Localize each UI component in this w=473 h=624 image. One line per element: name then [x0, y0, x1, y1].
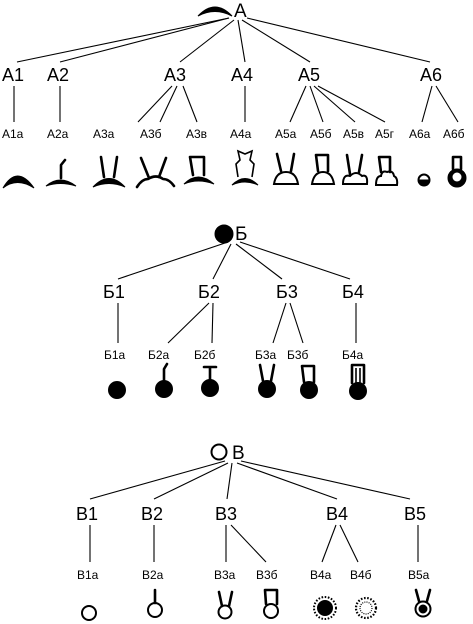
tree-a-edges-l1	[16, 17, 431, 63]
node-v3a: В3а	[214, 568, 236, 582]
node-v1: В1	[76, 504, 98, 524]
b-root-icon	[214, 224, 234, 244]
a3v-icon	[183, 155, 215, 185]
a2a-icon	[45, 158, 77, 187]
v-root-icon	[210, 443, 228, 461]
b2a-icon	[155, 362, 173, 398]
tree-a-edges-l2	[13, 85, 459, 123]
node-v5a: В5а	[408, 568, 430, 582]
v2a-icon	[147, 588, 163, 618]
node-a2: А2	[47, 65, 69, 85]
tree-v-root-label: В	[232, 443, 245, 464]
node-b3: Б3	[276, 282, 298, 302]
node-v4b: В4б	[350, 568, 372, 582]
tree-v-edges-l2	[89, 524, 419, 563]
a5g-icon	[374, 155, 399, 186]
node-v1a: В1а	[77, 568, 99, 582]
a5b-icon	[310, 153, 336, 185]
node-a5v: А5в	[343, 127, 364, 141]
v4b-icon	[354, 596, 378, 620]
node-b4: Б4	[342, 282, 364, 302]
node-a2a: А2а	[47, 127, 69, 141]
a5a-icon	[272, 152, 300, 185]
node-v4a: В4а	[310, 568, 332, 582]
node-b2b: Б2б	[194, 348, 216, 362]
node-v4: В4	[326, 504, 348, 524]
node-b1: Б1	[103, 282, 125, 302]
a4a-icon	[231, 149, 259, 186]
node-a5b: А5б	[310, 127, 332, 141]
node-a5a: А5а	[275, 127, 297, 141]
node-a3v: А3в	[186, 127, 207, 141]
b4a-icon	[349, 363, 367, 400]
v3b-icon	[263, 588, 279, 619]
a3a-icon	[92, 155, 126, 188]
node-a5: А5	[298, 65, 320, 85]
node-a3b: А3б	[140, 127, 162, 141]
node-a4a: А4а	[230, 127, 252, 141]
a6a-icon	[417, 173, 431, 187]
node-v3: В3	[215, 504, 237, 524]
node-b2a: Б2а	[148, 348, 170, 362]
tree-v: В В1 В2 В3 В4 В5 В1а В2а В3а В3б В4а В4б…	[76, 443, 432, 621]
node-v3b: В3б	[256, 568, 278, 582]
node-b3a: Б3а	[255, 348, 277, 362]
tree-v-edges-l1	[89, 460, 411, 500]
node-v5: В5	[404, 504, 426, 524]
node-b4a: Б4а	[342, 348, 364, 362]
b1a-icon	[108, 381, 126, 399]
node-v2: В2	[141, 504, 163, 524]
a5v-icon	[341, 153, 369, 185]
tree-a: А А1 А2 А3 А4 А5 А6 А1а А2а А3а А3б А3в …	[2, 1, 467, 189]
node-a3: А3	[164, 65, 186, 85]
a3b-icon	[135, 156, 176, 189]
node-a6: А6	[420, 65, 442, 85]
node-a1a: А1а	[2, 127, 24, 141]
node-a6b: А6б	[443, 127, 465, 141]
a1a-icon	[2, 175, 35, 189]
node-a1: А1	[2, 65, 24, 85]
v4a-icon	[313, 596, 337, 620]
tree-b-root-label: Б	[235, 224, 247, 245]
b2b-icon	[201, 365, 219, 397]
tree-b: Б Б1 Б2 Б3 Б4 Б1а Б2а Б2б Б3а Б3б Б4а	[103, 224, 367, 400]
node-b1a: Б1а	[104, 348, 126, 362]
tree-a-root-label: А	[234, 1, 247, 22]
node-a6a: А6а	[409, 127, 431, 141]
tree-b-edges-l1	[117, 241, 351, 280]
node-b3b: Б3б	[287, 348, 309, 362]
node-b2: Б2	[198, 282, 220, 302]
node-a5g: А5г	[375, 127, 395, 141]
node-a4: А4	[231, 65, 253, 85]
node-v2a: В2а	[142, 568, 164, 582]
b3a-icon	[258, 363, 276, 398]
b3b-icon	[300, 364, 318, 399]
a-root-icon	[197, 6, 233, 17]
v1a-icon	[81, 605, 97, 621]
tree-b-edges-l2	[117, 302, 357, 344]
v3a-icon	[217, 590, 234, 620]
v5a-icon	[414, 588, 432, 618]
node-a3a: А3а	[93, 127, 115, 141]
a6b-icon	[447, 155, 467, 188]
